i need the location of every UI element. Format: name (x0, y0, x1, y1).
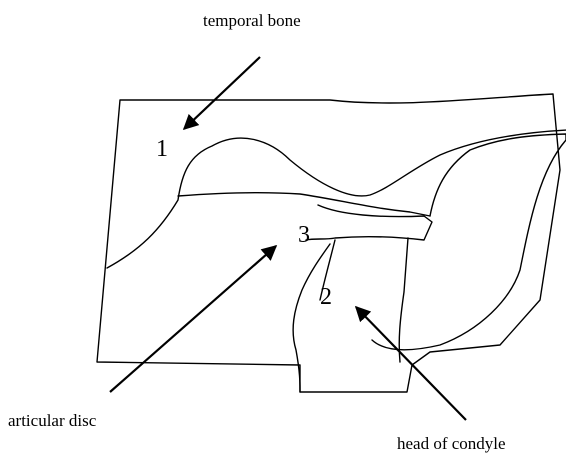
label-head-of-condyle: head of condyle (397, 435, 506, 452)
fossa-contour (107, 130, 566, 268)
pointer-articular-disc (110, 246, 276, 392)
pointer-head-of-condyle (356, 307, 466, 420)
condyle-head-shape (293, 244, 330, 392)
inner-bone-line (178, 193, 430, 216)
number-2: 2 (320, 285, 332, 309)
label-articular-disc: articular disc (8, 412, 96, 429)
number-1: 1 (156, 137, 168, 161)
articular-disc-shape (306, 205, 432, 240)
condyle-right-line (399, 238, 408, 362)
pointer-temporal-bone (184, 57, 260, 129)
label-temporal-bone: temporal bone (203, 12, 301, 29)
number-3: 3 (298, 223, 310, 247)
